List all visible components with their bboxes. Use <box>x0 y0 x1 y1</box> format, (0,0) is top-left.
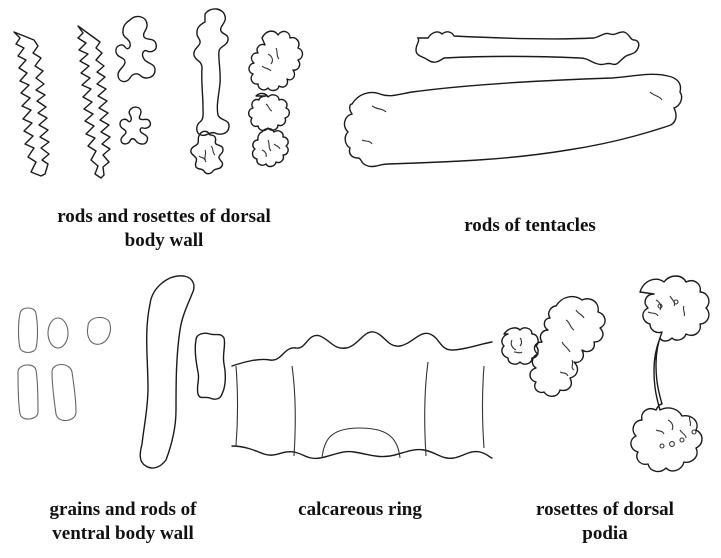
spiny-rod-2 <box>78 26 110 178</box>
grain-3 <box>88 317 111 344</box>
podia-rosette-2 <box>530 297 605 397</box>
caption-dorsal-body-wall-line1: rods and rosettes of dorsal <box>14 205 314 229</box>
grain-4 <box>18 365 38 419</box>
caption-dorsal-podia-line1: rosettes of dorsal <box>500 498 710 522</box>
ring-bottom-edge <box>232 446 492 458</box>
caption-tentacles: rods of tentacles <box>420 214 640 238</box>
caption-dorsal-body-wall-line2: body wall <box>14 229 314 253</box>
ventral-rod-small <box>195 333 225 399</box>
ring-right-suture <box>483 366 485 448</box>
small-rosette-3 <box>253 129 289 167</box>
tentacle-rod-large <box>345 74 682 166</box>
caption-ventral-body-wall-line1: grains and rods of <box>8 498 238 522</box>
ring-inner-suture-1 <box>292 366 295 456</box>
caption-ventral-body-wall: grains and rods of ventral body wall <box>8 498 238 546</box>
ring-top-edge <box>232 332 492 366</box>
ventral-body-wall-ossicles <box>18 276 225 468</box>
dorsal-body-wall-ossicles <box>14 9 303 178</box>
caption-calcareous-ring-line1: calcareous ring <box>270 498 450 522</box>
caption-dorsal-podia: rosettes of dorsal podia <box>500 498 710 546</box>
tentacle-rods <box>345 32 682 167</box>
grain-1 <box>19 308 38 353</box>
grain-2 <box>48 318 68 348</box>
dorsal-podia-rosettes <box>502 276 709 471</box>
tentacle-rod-small <box>416 32 639 65</box>
ring-inner-suture-2 <box>425 362 428 456</box>
small-rosette-2 <box>191 131 223 173</box>
spiny-rod-1 <box>14 32 49 176</box>
ring-left-suture <box>236 366 238 446</box>
calcareous-ring-drawing <box>232 332 492 459</box>
ventral-rod-large <box>140 276 194 468</box>
small-rosette-1 <box>120 107 150 144</box>
lobed-rod-1 <box>116 17 156 82</box>
caption-tentacles-line1: rods of tentacles <box>420 214 640 238</box>
large-rosette-1 <box>249 31 303 130</box>
caption-dorsal-body-wall: rods and rosettes of dorsal body wall <box>14 205 314 253</box>
knobbed-rod <box>194 9 229 136</box>
caption-ventral-body-wall-line2: ventral body wall <box>8 522 238 546</box>
grain-5 <box>52 365 76 421</box>
caption-calcareous-ring: calcareous ring <box>270 498 450 522</box>
caption-dorsal-podia-line2: podia <box>500 522 710 546</box>
